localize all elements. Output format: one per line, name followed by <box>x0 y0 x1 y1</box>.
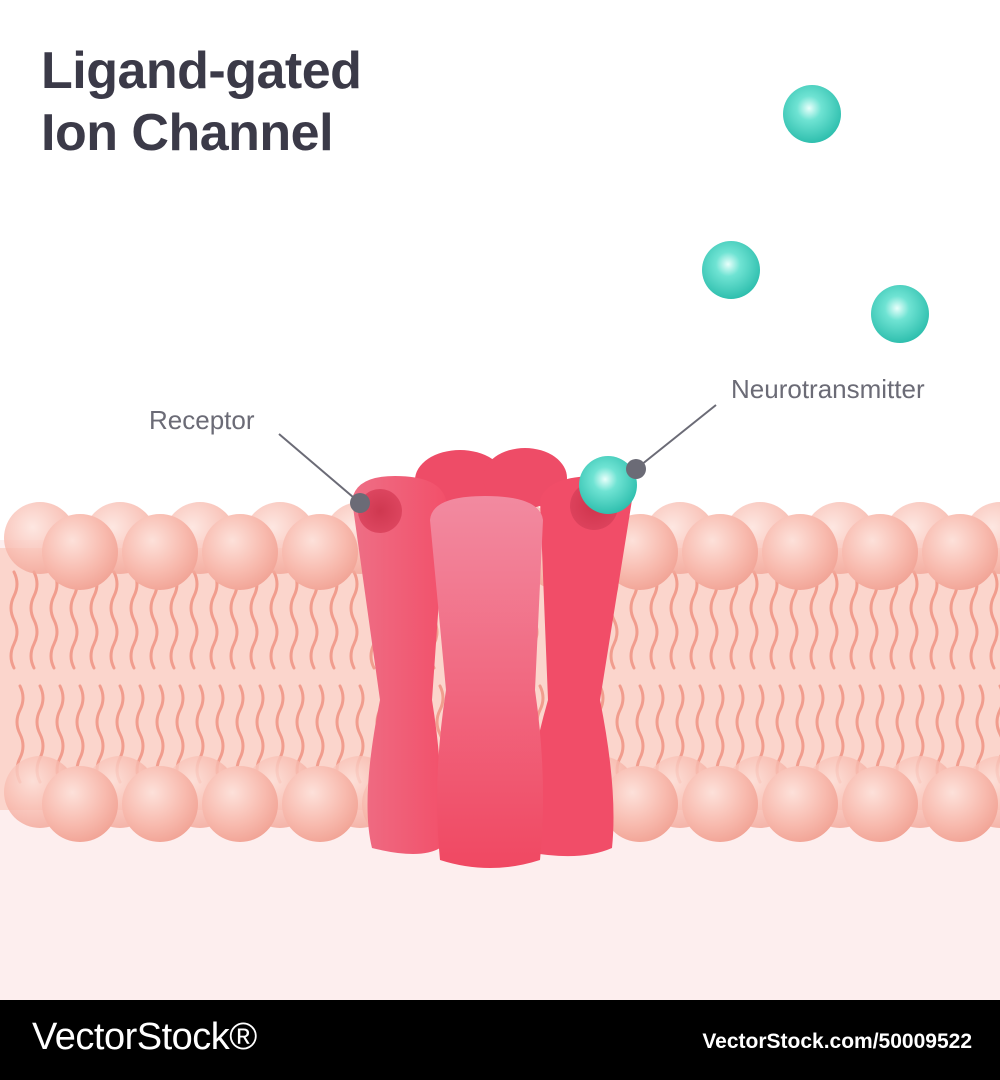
lipid-tail-upper <box>909 570 919 670</box>
lipid-tail-upper <box>769 570 779 670</box>
neurotransmitter-bound <box>579 456 637 514</box>
lipid-tail-upper <box>669 570 679 670</box>
lipid-head-front <box>42 766 118 842</box>
title-line-1: Ligand-gated <box>41 42 362 100</box>
lipid-tail-upper <box>649 570 659 670</box>
lipid-tail-upper <box>109 570 119 670</box>
lipid-head-front <box>202 766 278 842</box>
lipid-tail-lower <box>875 684 885 784</box>
lipid-tail-upper <box>969 570 979 670</box>
lipid-tail-upper <box>829 570 839 670</box>
watermark-brand: VectorStock® <box>32 1016 257 1058</box>
lipid-tail-upper <box>929 570 939 670</box>
lipid-head-front <box>682 766 758 842</box>
channel-left-subunit <box>352 476 446 854</box>
lipid-tail-lower <box>795 684 805 784</box>
ion-channel-illustration <box>0 85 1000 1000</box>
lipid-tail-upper <box>689 570 699 670</box>
lipid-head-front <box>842 766 918 842</box>
neurotransmitter-leader-dot <box>626 459 646 479</box>
lipid-head-front <box>282 766 358 842</box>
lipid-tail-upper <box>209 570 219 670</box>
diagram-title: Ligand-gated Ion Channel <box>41 40 362 164</box>
lipid-tail-lower <box>155 684 165 784</box>
lipid-head-front <box>922 514 998 590</box>
lipid-tail-upper <box>749 570 759 670</box>
lipid-tail-upper <box>729 570 739 670</box>
lipid-head-front <box>202 514 278 590</box>
channel-right-subunit <box>526 476 632 857</box>
lipid-tail-lower <box>715 684 725 784</box>
lipid-head-front <box>922 766 998 842</box>
lipid-tail-upper <box>49 570 59 670</box>
lipid-tail-upper <box>989 570 999 670</box>
lipid-head-front <box>122 514 198 590</box>
lipid-tail-upper <box>889 570 899 670</box>
lipid-head-front <box>682 514 758 590</box>
lipid-tail-upper <box>289 570 299 670</box>
lipid-head-front <box>842 514 918 590</box>
lipid-tail-upper <box>269 570 279 670</box>
lipid-tail-upper <box>329 570 339 670</box>
lipid-tail-upper <box>29 570 39 670</box>
receptor-leader-dot <box>350 493 370 513</box>
channel-center-subunit <box>430 496 544 868</box>
lipid-tail-upper <box>809 570 819 670</box>
lipid-head-front <box>122 766 198 842</box>
lipid-head-front <box>602 766 678 842</box>
watermark-stock-id: VectorStock.com/50009522 <box>702 1030 972 1053</box>
lipid-tail-upper <box>249 570 259 670</box>
lipid-tail-upper <box>129 570 139 670</box>
lipid-tail-upper <box>849 570 859 670</box>
lipid-tail-upper <box>9 570 19 670</box>
lipid-tail-lower <box>75 684 85 784</box>
lipid-tail-lower <box>635 684 645 784</box>
neurotransmitter-molecule <box>702 241 760 299</box>
lipid-tail-lower <box>315 684 325 784</box>
neurotransmitter-molecule <box>871 285 929 343</box>
lipid-head-front <box>762 514 838 590</box>
receptor-label: Receptor <box>149 405 255 435</box>
neurotransmitter-leader-line <box>635 404 717 470</box>
lipid-tail-upper <box>349 570 359 670</box>
lipid-tail-lower <box>235 684 245 784</box>
neurotransmitter-molecule <box>783 85 841 143</box>
lipid-tail-upper <box>189 570 199 670</box>
lipid-head-front <box>762 766 838 842</box>
lipid-tail-lower <box>955 684 965 784</box>
lipid-tail-upper <box>169 570 179 670</box>
neurotransmitter-label: Neurotransmitter <box>731 374 925 404</box>
lipid-head-front <box>42 514 118 590</box>
title-line-2: Ion Channel <box>41 104 334 162</box>
lipid-head-front <box>282 514 358 590</box>
receptor-leader-line <box>278 433 361 504</box>
ion-channel <box>352 448 632 868</box>
watermark-footer: VectorStock® VectorStock.com/50009522 <box>0 1000 1000 1080</box>
lipid-tail-upper <box>89 570 99 670</box>
